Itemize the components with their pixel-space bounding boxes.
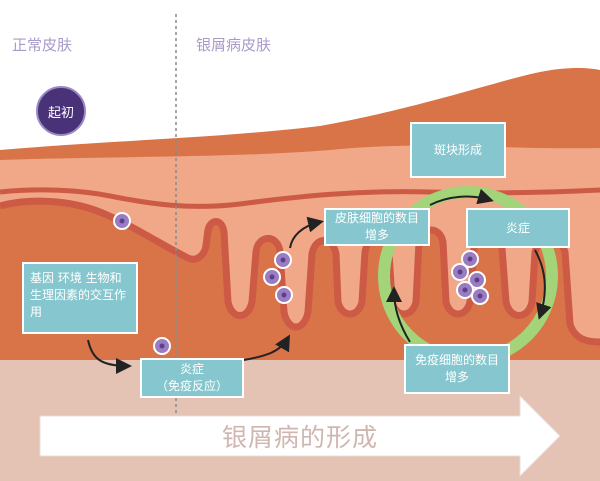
basement-membrane xyxy=(0,197,600,346)
progression-arrow xyxy=(39,394,561,478)
arrow-to-skin-cells xyxy=(289,216,324,249)
psoriasis-skin-label: 银屑病皮肤 xyxy=(196,36,272,54)
normal-skin-label: 正常皮肤 xyxy=(12,36,73,54)
immune-cells-increase-box: 免疫细胞的数目增多 xyxy=(404,344,510,394)
progression-title: 银屑病的形成 xyxy=(221,423,378,452)
factors-box: 基因 环境 生物和生理因素的交互作用 xyxy=(22,262,138,334)
plaque-formation-box: 斑块形成 xyxy=(410,122,506,178)
cycle-arrow-left xyxy=(386,286,411,343)
initial-badge: 起初 xyxy=(36,86,86,136)
cycle-arrow-right xyxy=(534,249,552,320)
arrow-inflammation-to-cells xyxy=(243,334,290,361)
cycle-arrow-top xyxy=(429,188,494,206)
skin-cells-increase-box: 皮肤细胞的数目增多 xyxy=(324,208,430,246)
immune-cells xyxy=(113,212,489,355)
inflammation-box: 炎症 xyxy=(466,208,570,248)
granular-layer-line xyxy=(0,187,600,209)
inflammation-immune-box: 炎症 （免疫反应） xyxy=(140,358,244,398)
arrow-factors-to-inflammation xyxy=(87,339,132,374)
